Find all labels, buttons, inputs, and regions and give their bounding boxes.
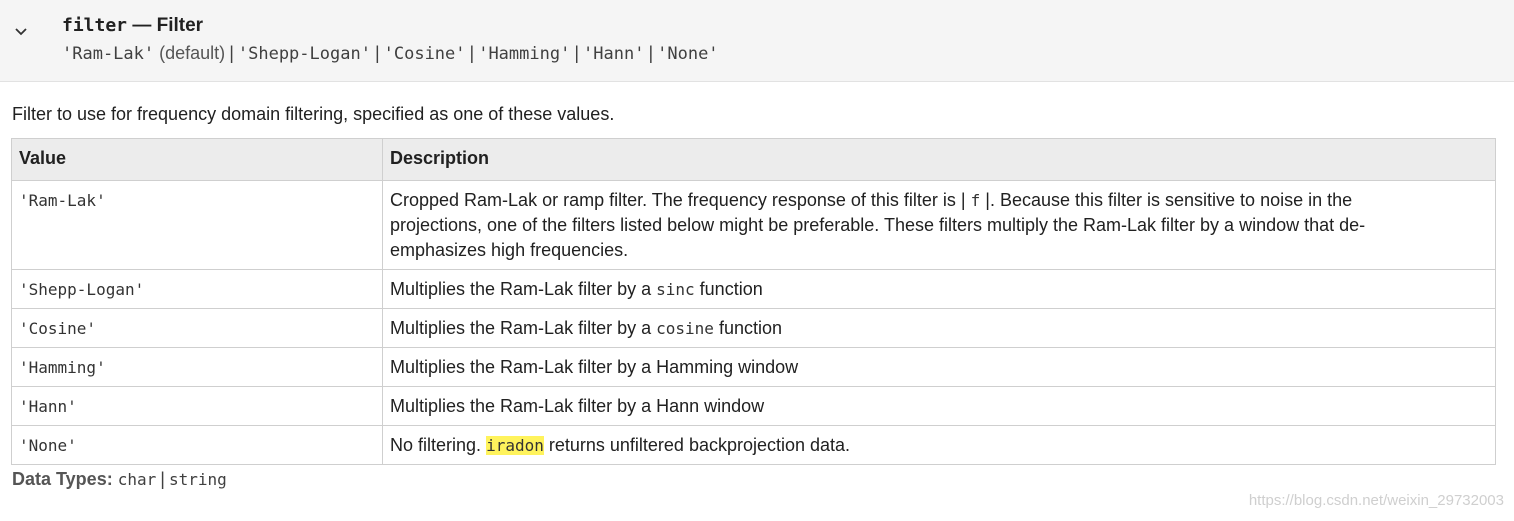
description-cell: Multiplies the Ram-Lak filter by a cosin…: [382, 308, 1496, 348]
column-header-description: Description: [382, 138, 1496, 181]
data-types-separator: |: [160, 469, 165, 489]
intro-text: Filter to use for frequency domain filte…: [12, 104, 615, 124]
value-cell: 'None': [19, 436, 77, 455]
table-row: 'Shepp-Logan' Multiplies the Ram-Lak fil…: [11, 269, 1496, 309]
title-separator: —: [132, 15, 152, 36]
value-cell: 'Ram-Lak': [19, 191, 106, 210]
option-hamming: 'Hamming': [478, 44, 571, 64]
argument-name: filter: [62, 15, 128, 36]
data-type-char: char: [117, 470, 157, 489]
watermark: https://blog.csdn.net/weixin_29732003: [1248, 492, 1504, 509]
data-types-label: Data Types:: [12, 469, 113, 489]
column-header-value: Value: [11, 138, 383, 181]
argument-label: Filter: [156, 15, 204, 36]
table-row: 'Hamming' Multiplies the Ram-Lak filter …: [11, 347, 1496, 387]
iradon-link[interactable]: iradon: [486, 436, 544, 455]
argument-value-options: 'Ram-Lak' (default)|'Shepp-Logan'|'Cosin…: [62, 43, 719, 64]
description-cell: No filtering. iradon returns unfiltered …: [382, 425, 1496, 465]
value-cell: 'Shepp-Logan': [19, 280, 145, 299]
table-header-row: Value Description: [11, 138, 1496, 181]
data-type-string: string: [168, 470, 227, 489]
option-none: 'None': [657, 44, 719, 64]
value-cell: 'Cosine': [19, 319, 97, 338]
default-note: (default): [159, 43, 226, 63]
data-types: Data Types: char|string: [12, 466, 227, 493]
chevron-down-icon[interactable]: [12, 22, 30, 40]
option-hann: 'Hann': [583, 44, 645, 64]
description-cell: Cropped Ram-Lak or ramp filter. The freq…: [382, 180, 1496, 270]
table-row: 'Cosine' Multiplies the Ram-Lak filter b…: [11, 308, 1496, 348]
table-row: 'Ram-Lak' Cropped Ram-Lak or ramp filter…: [11, 180, 1496, 270]
option-shepp-logan: 'Shepp-Logan': [237, 44, 371, 64]
description-cell: Multiplies the Ram-Lak filter by a Hammi…: [382, 347, 1496, 387]
table-row: 'Hann' Multiplies the Ram-Lak filter by …: [11, 386, 1496, 426]
argument-title: filter — Filter: [62, 14, 203, 38]
value-cell: 'Hann': [19, 397, 77, 416]
table-row: 'None' No filtering. iradon returns unfi…: [11, 425, 1496, 465]
value-cell: 'Hamming': [19, 358, 106, 377]
option-cosine: 'Cosine': [383, 44, 466, 64]
description-cell: Multiplies the Ram-Lak filter by a Hann …: [382, 386, 1496, 426]
description-cell: Multiplies the Ram-Lak filter by a sinc …: [382, 269, 1496, 309]
filter-values-table: Value Description 'Ram-Lak' Cropped Ram-…: [11, 138, 1496, 465]
option-ram-lak: 'Ram-Lak': [62, 44, 155, 64]
argument-header[interactable]: filter — Filter 'Ram-Lak' (default)|'She…: [0, 0, 1514, 82]
